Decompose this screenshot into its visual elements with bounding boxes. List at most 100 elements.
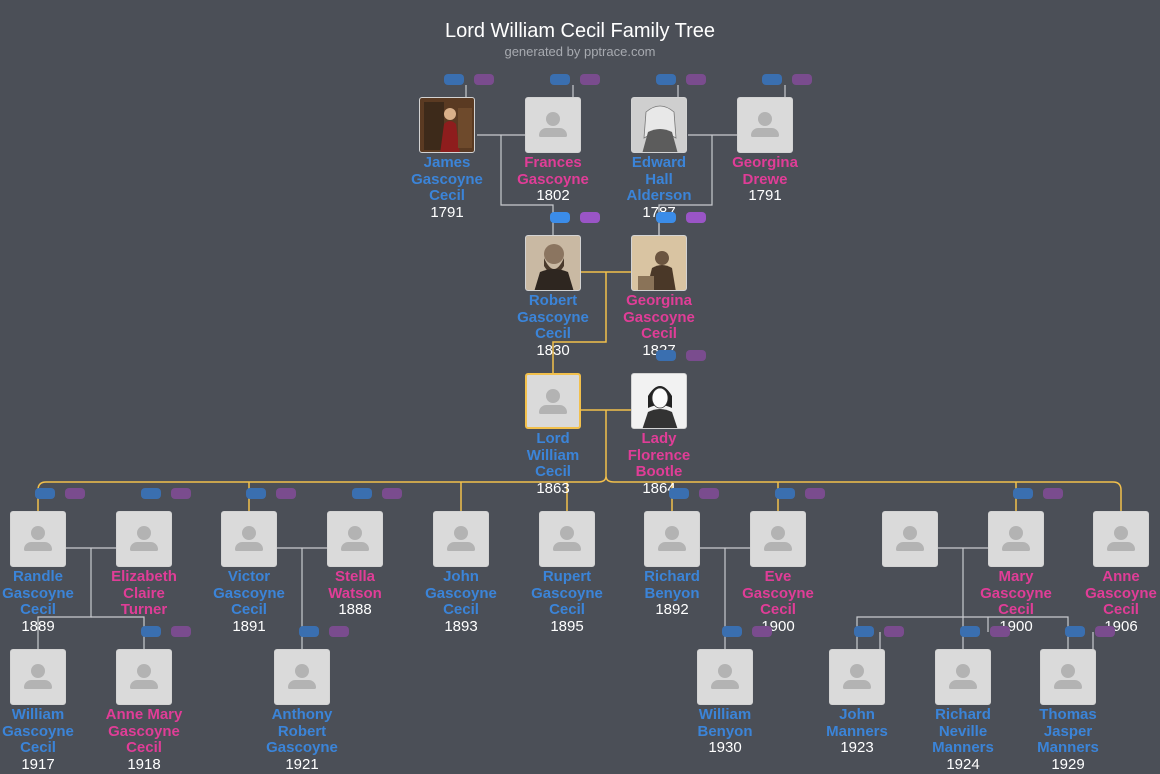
placeholder-avatar-icon[interactable] xyxy=(116,649,172,705)
expand-father-button[interactable] xyxy=(656,212,676,223)
placeholder-avatar-icon[interactable] xyxy=(525,373,581,429)
expand-father-button[interactable] xyxy=(960,626,980,637)
birth-year: 1924 xyxy=(946,755,980,773)
birth-year: 1918 xyxy=(127,755,161,773)
expand-father-button[interactable] xyxy=(656,74,676,85)
expand-father-button[interactable] xyxy=(141,626,161,637)
expand-mother-button[interactable] xyxy=(171,626,191,637)
placeholder-avatar-icon[interactable] xyxy=(750,511,806,567)
portrait-photo[interactable] xyxy=(631,97,687,153)
portrait-photo[interactable] xyxy=(525,235,581,291)
placeholder-avatar-icon[interactable] xyxy=(882,511,938,567)
expand-mother-button[interactable] xyxy=(382,488,402,499)
expand-mother-button[interactable] xyxy=(805,488,825,499)
placeholder-avatar-icon[interactable] xyxy=(10,511,66,567)
expand-father-button[interactable] xyxy=(1065,626,1085,637)
placeholder-avatar-icon[interactable] xyxy=(116,511,172,567)
placeholder-avatar-icon[interactable] xyxy=(1093,511,1149,567)
placeholder-avatar-icon[interactable] xyxy=(737,97,793,153)
expand-mother-button[interactable] xyxy=(884,626,904,637)
expand-father-button[interactable] xyxy=(246,488,266,499)
placeholder-avatar-icon[interactable] xyxy=(274,649,330,705)
expand-mother-button[interactable] xyxy=(699,488,719,499)
expand-mother-button[interactable] xyxy=(1095,626,1115,637)
placeholder-avatar-icon[interactable] xyxy=(697,649,753,705)
expand-father-button[interactable] xyxy=(775,488,795,499)
expand-father-button[interactable] xyxy=(352,488,372,499)
expand-mother-button[interactable] xyxy=(171,488,191,499)
expand-mother-button[interactable] xyxy=(752,626,772,637)
placeholder-avatar-icon[interactable] xyxy=(539,511,595,567)
placeholder-avatar-icon[interactable] xyxy=(988,511,1044,567)
portrait-photo[interactable] xyxy=(631,373,687,429)
expand-father-button[interactable] xyxy=(444,74,464,85)
expand-mother-button[interactable] xyxy=(329,626,349,637)
expand-mother-button[interactable] xyxy=(686,74,706,85)
expand-father-button[interactable] xyxy=(550,212,570,223)
expand-mother-button[interactable] xyxy=(686,212,706,223)
expand-mother-button[interactable] xyxy=(474,74,494,85)
expand-father-button[interactable] xyxy=(1013,488,1033,499)
expand-mother-button[interactable] xyxy=(792,74,812,85)
placeholder-avatar-icon[interactable] xyxy=(10,649,66,705)
expand-mother-button[interactable] xyxy=(580,212,600,223)
expand-mother-button[interactable] xyxy=(276,488,296,499)
expand-mother-button[interactable] xyxy=(580,74,600,85)
expand-mother-button[interactable] xyxy=(990,626,1010,637)
expand-mother-button[interactable] xyxy=(686,350,706,361)
placeholder-avatar-icon[interactable] xyxy=(644,511,700,567)
portrait-photo[interactable] xyxy=(419,97,475,153)
expand-father-button[interactable] xyxy=(722,626,742,637)
expand-father-button[interactable] xyxy=(656,350,676,361)
expand-mother-button[interactable] xyxy=(65,488,85,499)
placeholder-avatar-icon[interactable] xyxy=(433,511,489,567)
portrait-photo[interactable] xyxy=(631,235,687,291)
expand-mother-button[interactable] xyxy=(1043,488,1063,499)
placeholder-avatar-icon[interactable] xyxy=(829,649,885,705)
birth-year: 1923 xyxy=(840,739,874,756)
expand-father-button[interactable] xyxy=(854,626,874,637)
placeholder-avatar-icon[interactable] xyxy=(221,511,277,567)
expand-father-button[interactable] xyxy=(669,488,689,499)
placeholder-avatar-icon[interactable] xyxy=(935,649,991,705)
person-unknown-spouse[interactable] xyxy=(865,511,955,567)
placeholder-avatar-icon[interactable] xyxy=(525,97,581,153)
expand-father-button[interactable] xyxy=(299,626,319,637)
expand-father-button[interactable] xyxy=(550,74,570,85)
placeholder-avatar-icon[interactable] xyxy=(1040,649,1096,705)
placeholder-avatar-icon[interactable] xyxy=(327,511,383,567)
expand-father-button[interactable] xyxy=(762,74,782,85)
expand-father-button[interactable] xyxy=(35,488,55,499)
expand-father-button[interactable] xyxy=(141,488,161,499)
